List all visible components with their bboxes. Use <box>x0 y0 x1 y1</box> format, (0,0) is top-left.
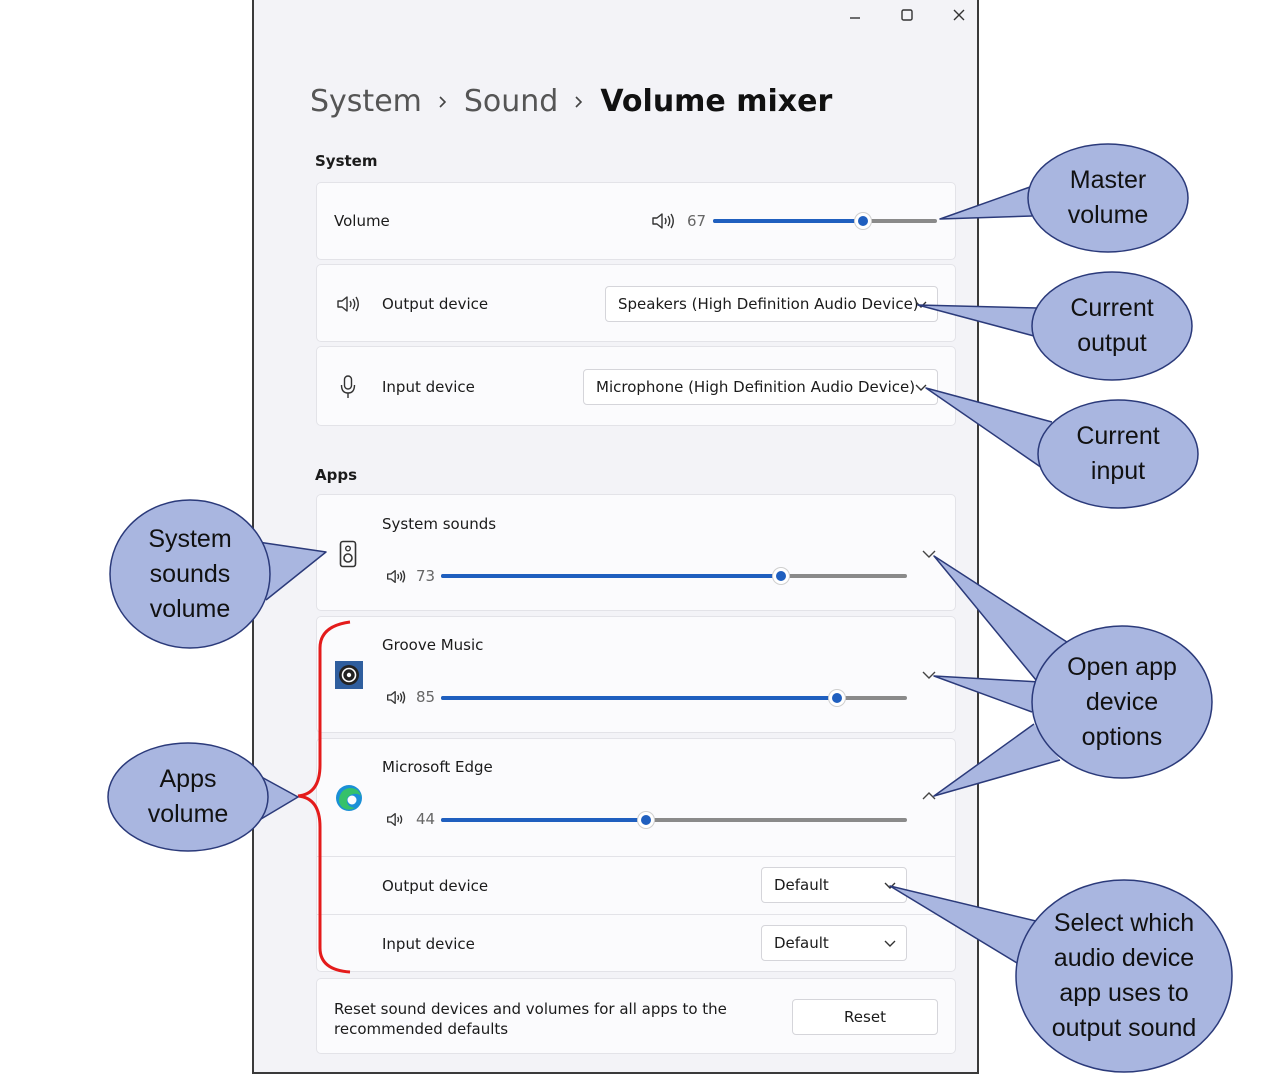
app-card-microsoft-edge: Microsoft Edge 44 Output device Default … <box>316 738 956 972</box>
output-device-dropdown[interactable]: Speakers (High Definition Audio Device) <box>605 286 938 322</box>
reset-button[interactable]: Reset <box>792 999 938 1035</box>
system-sounds-icon <box>339 540 357 568</box>
groove-music-icon <box>335 661 363 689</box>
maximize-icon <box>901 9 913 21</box>
app-volume-slider[interactable] <box>441 568 907 584</box>
input-device-selected: Microphone (High Definition Audio Device… <box>596 378 916 396</box>
input-device-label: Input device <box>382 378 475 396</box>
reset-text-line1: Reset sound devices and volumes for all … <box>334 1000 727 1018</box>
output-device-selected: Speakers (High Definition Audio Device) <box>618 295 919 313</box>
chevron-right-icon <box>574 94 584 110</box>
minimize-button[interactable] <box>840 2 870 28</box>
app-card-system-sounds: System sounds 73 <box>316 494 956 611</box>
divider <box>317 914 955 915</box>
breadcrumb-sound[interactable]: Sound <box>463 84 559 119</box>
output-device-label: Output device <box>382 295 489 313</box>
input-device-dropdown[interactable]: Microphone (High Definition Audio Device… <box>583 369 938 405</box>
section-label-apps: Apps <box>315 466 358 484</box>
volume-slider[interactable] <box>713 213 937 229</box>
volume-slider-fill <box>713 219 864 223</box>
app-volume-slider-thumb[interactable] <box>829 690 846 706</box>
app-volume-value: 73 <box>416 567 436 585</box>
app-name: Microsoft Edge <box>382 758 493 776</box>
app-name: System sounds <box>382 515 497 533</box>
volume-value: 67 <box>687 212 707 230</box>
app-input-device-dropdown[interactable]: Default <box>761 925 907 961</box>
speaker-icon <box>337 296 359 312</box>
app-name: Groove Music <box>382 636 484 654</box>
breadcrumb: System Sound Volume mixer <box>310 84 832 119</box>
reset-card: Reset sound devices and volumes for all … <box>316 978 956 1054</box>
volume-mixer-window: System Sound Volume mixer System Volume … <box>252 0 979 1074</box>
page-title: Volume mixer <box>600 84 833 119</box>
divider <box>317 856 955 857</box>
app-volume-value: 44 <box>416 810 436 828</box>
app-output-device-dropdown[interactable]: Default <box>761 867 907 903</box>
volume-card: Volume 67 <box>316 182 956 260</box>
volume-slider-thumb[interactable] <box>855 213 872 229</box>
close-icon <box>953 9 965 21</box>
chevron-right-icon <box>438 94 448 110</box>
section-label-system: System <box>315 152 378 170</box>
app-volume-slider-thumb[interactable] <box>638 812 655 828</box>
volume-label: Volume <box>334 212 390 230</box>
app-volume-slider-fill <box>441 574 782 578</box>
chevron-down-icon <box>884 882 896 889</box>
speaker-icon[interactable] <box>386 689 406 706</box>
app-input-device-label: Input device <box>382 935 475 953</box>
app-volume-slider[interactable] <box>441 812 907 828</box>
maximize-button[interactable] <box>892 2 922 28</box>
speaker-icon[interactable] <box>386 568 406 585</box>
chevron-down-icon <box>915 301 927 308</box>
app-output-device-selected: Default <box>774 876 829 894</box>
app-volume-slider[interactable] <box>441 690 907 706</box>
chevron-up-icon[interactable] <box>922 791 936 801</box>
output-device-card: Output device Speakers (High Definition … <box>316 264 956 342</box>
app-volume-slider-thumb[interactable] <box>773 568 790 584</box>
input-device-card: Input device Microphone (High Definition… <box>316 346 956 426</box>
microphone-icon <box>340 375 356 398</box>
chevron-down-icon[interactable] <box>922 549 936 559</box>
app-output-device-label: Output device <box>382 877 489 895</box>
app-input-device-selected: Default <box>774 934 829 952</box>
chevron-down-icon <box>884 940 896 947</box>
speaker-icon <box>652 213 674 229</box>
chevron-down-icon[interactable] <box>922 670 936 680</box>
chevron-down-icon <box>915 384 927 391</box>
minimize-icon <box>850 17 860 19</box>
app-volume-value: 85 <box>416 688 436 706</box>
close-button[interactable] <box>944 2 974 28</box>
reset-text-line2: recommended defaults <box>334 1020 509 1038</box>
app-volume-slider-fill <box>441 696 838 700</box>
app-card-groove-music: Groove Music 85 <box>316 616 956 733</box>
speaker-low-icon[interactable] <box>386 811 406 828</box>
breadcrumb-system[interactable]: System <box>310 84 422 119</box>
edge-icon <box>336 785 362 811</box>
app-volume-slider-fill <box>441 818 647 822</box>
